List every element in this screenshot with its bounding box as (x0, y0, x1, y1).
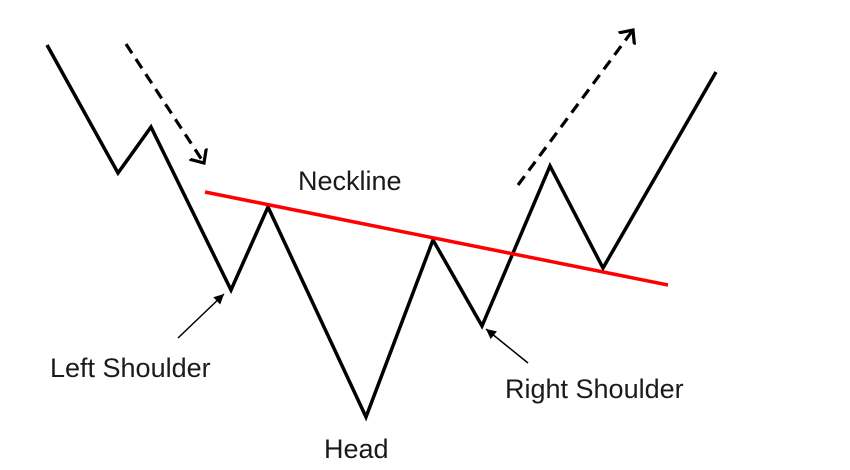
dashed-down-arrow-icon (124, 43, 204, 163)
right-shoulder-pointer-icon (485, 328, 529, 364)
left-shoulder-pointer-icon (177, 293, 225, 339)
left-shoulder-label: Left Shoulder (50, 353, 211, 383)
right-shoulder-label: Right Shoulder (505, 374, 684, 404)
neckline-line (204, 190, 669, 287)
neckline-label: Neckline (298, 166, 402, 196)
head-label: Head (324, 434, 389, 464)
price-line (45, 44, 718, 422)
dashed-up-arrow-icon (516, 30, 633, 186)
